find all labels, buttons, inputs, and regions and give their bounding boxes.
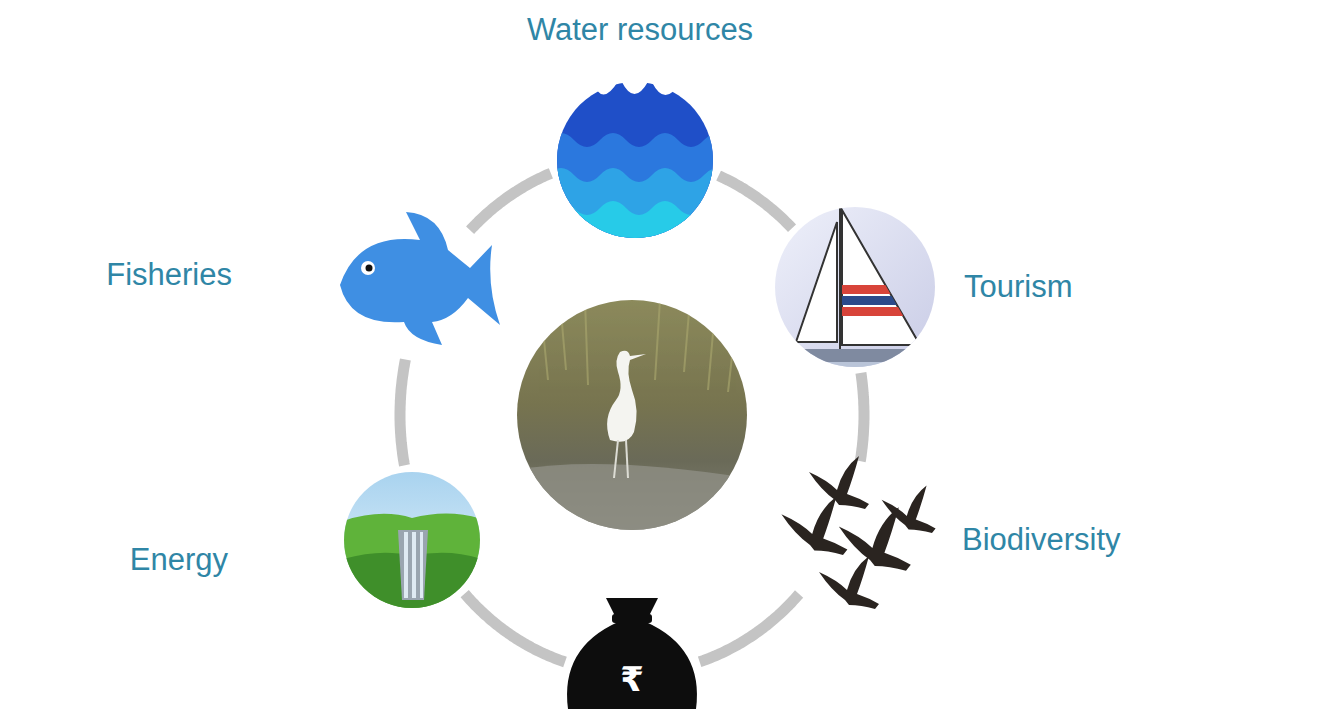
icon-node: Biodiversity (786, 468, 930, 612)
sailboat-icon-part-part (842, 210, 920, 345)
birds-icon-part-part (809, 456, 869, 509)
birds-icon-part (819, 556, 879, 609)
sailboat-icon-part-part-part (840, 285, 930, 294)
wetland-photo-part-part (684, 300, 690, 372)
wetland-photo-part-part (560, 300, 566, 370)
ring-segment (719, 176, 792, 229)
icon-node: ₹ (572, 605, 692, 709)
sailboat-icon-part-part-part (840, 307, 930, 316)
icon-node: Energy (344, 472, 480, 608)
money-bag-icon-part (567, 598, 697, 709)
wetland-photo-part-part (517, 464, 747, 530)
currency-symbol: ₹ (620, 660, 644, 699)
water-icon-part (548, 201, 730, 245)
wetland-photo-part-part (708, 310, 715, 390)
node-label: Biodiversity (962, 522, 1121, 558)
birds-icon-part-part (781, 497, 847, 555)
fish-icon-part (361, 261, 375, 275)
wetland-photo-part (517, 300, 747, 530)
birds-icon-part (809, 456, 869, 509)
dam-icon-part-part (398, 530, 428, 600)
water-icon-part (548, 168, 730, 245)
water-icon (548, 78, 730, 245)
ring-segment (470, 173, 551, 230)
birds-icon (781, 456, 935, 609)
wetland-photo-part-part (655, 300, 660, 380)
dam-icon-part-part (420, 532, 423, 598)
water-icon-part (548, 133, 730, 245)
ring-segment (700, 594, 800, 662)
node-label: Water resources (527, 12, 753, 48)
dam-icon (340, 472, 485, 610)
ring-segment (465, 594, 565, 662)
sailboat-icon-part-part (839, 200, 841, 352)
money-bag-icon (567, 598, 697, 709)
wetland-photo-part-part (540, 300, 548, 380)
sailboat-icon-part (770, 200, 940, 380)
birds-icon-part (781, 497, 847, 555)
dam-icon-part (340, 513, 485, 610)
sailboat-icon-part-part (770, 350, 940, 380)
node-label: Fisheries (106, 257, 232, 293)
birds-icon-part (882, 485, 936, 533)
fish-icon-part (340, 212, 500, 345)
sailboat-icon-part-part (840, 285, 930, 316)
sailboat-icon-part-part-part (840, 296, 930, 305)
money-bag-icon-part (612, 614, 652, 623)
node-label: Energy (130, 542, 228, 578)
wetland-photo-part-part (585, 300, 588, 385)
icon-node: Tourism (775, 207, 935, 367)
wetland-photo-part-part (614, 440, 618, 478)
fish-icon (340, 212, 500, 345)
ring-segment (860, 373, 864, 461)
wetland-photo-part-part (728, 330, 735, 392)
birds-icon-part-part (819, 556, 879, 609)
ring-segment (400, 360, 405, 466)
icon-node: Fisheries (338, 208, 482, 352)
sailboat-icon-part-part (796, 349, 918, 362)
icon-node: Water resources (557, 82, 713, 238)
wetland-photo-part-part (626, 440, 628, 478)
wetland-photo-part-part (607, 351, 646, 442)
wetland-photo-part (540, 300, 735, 392)
birds-icon-part-part (882, 485, 936, 533)
dam-icon-part-part (404, 532, 408, 598)
wetland-photo (517, 300, 747, 530)
wetland-photo-part (517, 351, 747, 530)
dam-icon-part-part (412, 532, 416, 598)
fish-icon-part (366, 265, 373, 272)
sailboat-icon (770, 200, 940, 380)
sailboat-icon-part-part (796, 222, 837, 342)
dam-icon-part-part (340, 513, 485, 610)
sailboat-icon-part (775, 207, 935, 367)
node-label: Tourism (964, 269, 1073, 305)
